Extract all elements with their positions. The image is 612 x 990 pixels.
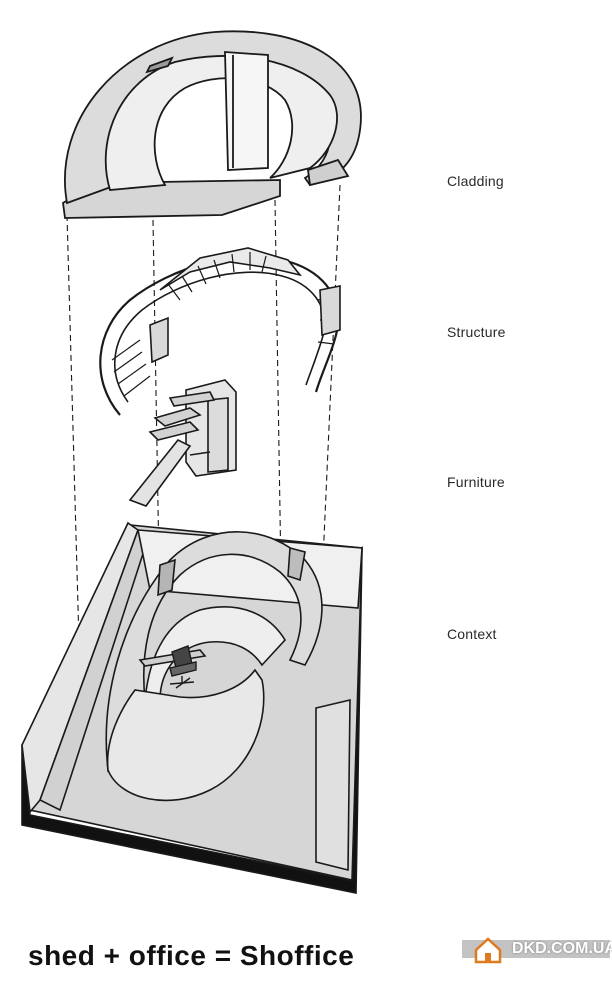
context-layer bbox=[21, 521, 363, 894]
label-furniture: Furniture bbox=[447, 474, 505, 490]
furniture-layer bbox=[128, 379, 237, 507]
structure-layer bbox=[99, 247, 341, 416]
watermark: DKD.COM.UA bbox=[462, 934, 612, 964]
watermark-text: DKD.COM.UA bbox=[512, 940, 612, 957]
label-context: Context bbox=[447, 626, 497, 642]
house-logo-icon bbox=[462, 937, 610, 964]
office-chair-icon bbox=[169, 645, 197, 689]
cladding-layer bbox=[62, 30, 362, 219]
caption-title: shed + office = Shoffice bbox=[28, 940, 355, 971]
label-structure: Structure bbox=[447, 324, 506, 340]
label-cladding: Cladding bbox=[447, 173, 504, 189]
